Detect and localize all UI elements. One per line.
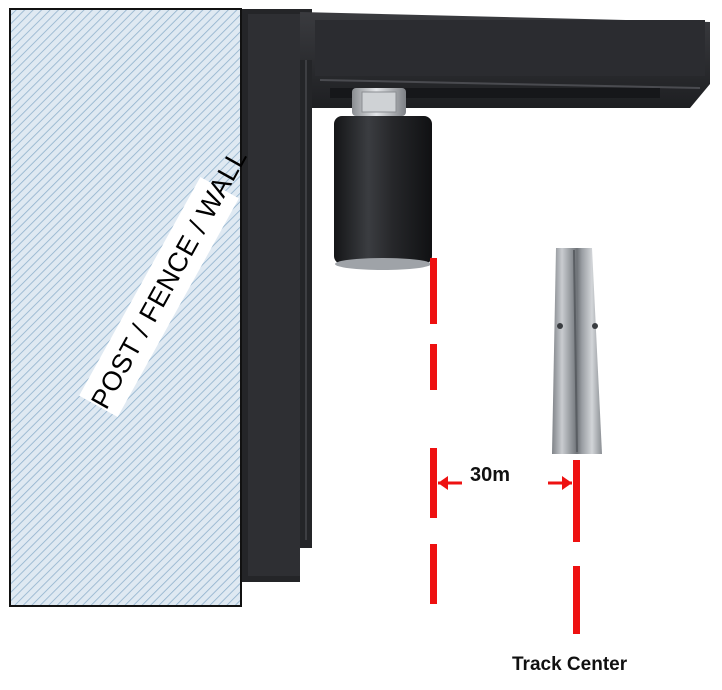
bracket-arm-slot [330,88,660,98]
track-center-line [573,460,580,634]
gap-dimension-label: 30m [470,464,511,486]
wall-block [9,8,242,607]
bracket-plate-face [248,14,300,576]
track-rail [552,248,602,454]
track-rail-hole [557,323,563,329]
track-center-label: Track Center [512,654,628,675]
bracket-arm-face [315,20,705,76]
roller-center-line [430,258,437,604]
roller-bottom-face [335,258,431,270]
dimension-arrow-left [438,476,462,490]
track-rail-hole [592,323,598,329]
bracket-arm-edge [319,79,701,89]
guide-roller [334,116,432,264]
dimension-arrow-right [548,476,572,490]
roller-nut [361,91,397,113]
track-rail-groove [573,249,578,453]
